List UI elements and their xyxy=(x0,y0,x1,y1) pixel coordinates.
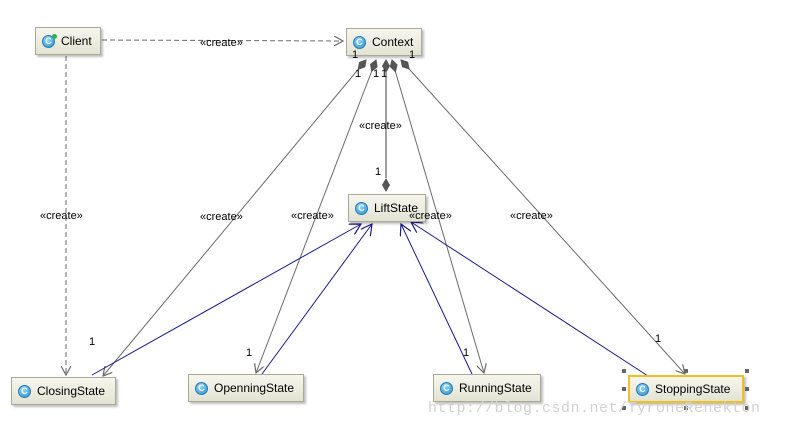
class-liftstate[interactable]: C LiftState xyxy=(348,194,426,222)
class-closingstate[interactable]: C ClosingState xyxy=(11,377,116,405)
edge-label-create: «create» xyxy=(40,210,83,222)
multiplicity: 1 xyxy=(373,68,380,80)
class-icon: C xyxy=(18,384,31,398)
edge-context-openningstate xyxy=(256,60,376,373)
multiplicity: 1 xyxy=(352,49,359,61)
selection-handle[interactable] xyxy=(622,406,626,410)
class-icon: C xyxy=(195,381,208,395)
class-stoppingstate[interactable]: C StoppingState xyxy=(628,375,744,403)
gen-closingstate-liftstate xyxy=(91,224,361,376)
edge-label-create: «create» xyxy=(291,210,334,222)
multiplicity: 1 xyxy=(355,68,362,80)
selection-handle[interactable] xyxy=(684,369,688,373)
edge-label-create: «create» xyxy=(359,120,402,132)
class-name: RunningState xyxy=(459,381,532,395)
class-icon: C xyxy=(355,201,368,215)
class-icon: C xyxy=(353,35,366,49)
selection-handle[interactable] xyxy=(745,369,749,373)
selection-handle[interactable] xyxy=(622,387,626,391)
class-runningstate[interactable]: C RunningState xyxy=(433,374,541,402)
multiplicity: 1 xyxy=(89,336,96,348)
class-icon: C xyxy=(636,382,649,396)
liftstate-diamond xyxy=(382,178,390,192)
class-name: OpenningState xyxy=(214,381,295,395)
multiplicity: 1 xyxy=(463,347,470,359)
edge-label-create: «create» xyxy=(200,211,243,223)
class-name: StoppingState xyxy=(655,382,731,396)
multiplicity: 1 xyxy=(375,166,382,178)
selection-handle[interactable] xyxy=(622,369,626,373)
class-icon: C xyxy=(42,33,57,48)
class-name: Client xyxy=(61,34,92,48)
edge-label-create: «create» xyxy=(510,210,553,222)
class-context[interactable]: C Context xyxy=(346,28,422,56)
class-openningstate[interactable]: C OpenningState xyxy=(188,374,304,402)
edge-label-create: «create» xyxy=(200,37,243,49)
selection-handle[interactable] xyxy=(745,387,749,391)
edge-context-stoppingstate xyxy=(401,60,685,374)
edge-client-context xyxy=(101,40,343,41)
class-icon: C xyxy=(440,381,453,395)
class-name: LiftState xyxy=(374,201,419,215)
class-client[interactable]: C Client xyxy=(35,27,101,55)
multiplicity: 1 xyxy=(246,347,253,359)
edge-label-create: «create» xyxy=(409,210,452,222)
multiplicity: 1 xyxy=(381,68,388,80)
multiplicity: 1 xyxy=(409,49,416,61)
multiplicity: 1 xyxy=(655,333,662,345)
selection-handle[interactable] xyxy=(684,406,688,410)
class-name: Context xyxy=(372,35,414,49)
gen-openningstate-liftstate xyxy=(261,224,372,375)
class-name: ClosingState xyxy=(37,384,106,398)
gen-stoppingstate-liftstate xyxy=(411,222,649,377)
gen-runningstate-liftstate xyxy=(401,224,473,375)
watermark: http://blog.csdn.net/TyroneRenekton xyxy=(428,400,761,417)
selection-handle[interactable] xyxy=(745,406,749,410)
